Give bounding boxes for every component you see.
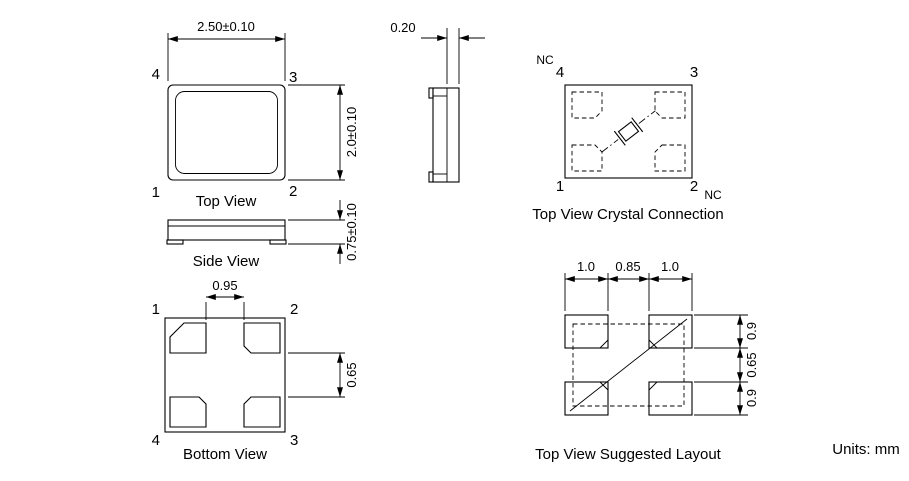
top-view-body-outline [167,84,286,181]
end-view-bottom-tab [428,171,434,183]
layout-horizontal-dimensions: 1.0 0.85 1.0 [564,259,693,311]
end-view-top-tab [428,87,434,99]
crystal-connection-view: NC 4 3 1 2 NC Top View Crystal Connectio… [532,53,723,223]
nc-label-top: NC [536,53,554,67]
layout-chamfer-mark [648,381,658,391]
layout-dim-pad-gap: 0.85 [615,259,640,274]
bottom-view-pad-2 [243,322,281,354]
layout-chamfer-mark [648,339,658,349]
side-view-left-pad [166,239,184,245]
bottom-view: 1 2 4 3 0.95 0.65 Bottom View [152,278,359,463]
top-view-caption: Top View [196,193,257,210]
bottom-view-body-outline [164,317,286,433]
connection-pad-1 [571,144,603,172]
top-view-lid-outline [175,91,278,174]
layout-dim-bottom-pad-height: 0.9 [744,389,759,407]
side-view: 0.75±0.10 Side View [166,200,359,270]
top-view-pin-4-label: 4 [152,66,160,83]
connection-body-outline [564,84,693,179]
crystal-plate [613,130,626,146]
end-view-body-outline [432,87,460,183]
bottom-view-pad-4 [169,396,207,428]
connection-pad-3 [654,91,686,119]
end-view-thickness-dimension: 0.20 [390,20,485,84]
suggested-layout-view: 1.0 0.85 1.0 0.9 0.65 0.9 Top View Sugge… [535,259,759,463]
layout-dim-left-pad-width: 1.0 [577,259,595,274]
bottom-view-pin-3-label: 3 [290,432,298,449]
bottom-view-caption: Bottom View [183,446,267,463]
bottom-view-pitch-dimension: 0.95 [205,278,245,320]
layout-package-outline [572,323,685,407]
top-view-height-dimension: 2.0±0.10 [288,84,359,181]
bottom-view-pin-2-label: 2 [290,301,298,318]
top-view-width-dim-label: 2.50±0.10 [197,19,255,34]
layout-pad-bottom-right [648,381,693,416]
top-view: 2.50±0.10 2.0±0.10 4 3 1 2 Top View [152,19,359,210]
connection-pin-2-label: 2 [690,178,698,195]
crystal-connection-caption: Top View Crystal Connection [532,206,723,223]
layout-pad-top-right [648,314,693,349]
side-view-height-dimension: 0.75±0.10 [288,200,359,264]
top-view-pin-3-label: 3 [289,69,297,86]
layout-chamfer-mark [599,339,609,349]
nc-label-bottom: NC [704,188,722,202]
side-view-height-dim-label: 0.75±0.10 [344,203,359,261]
connection-pad-4 [571,91,603,119]
crystal-lead-line [638,110,656,124]
layout-dim-right-pad-width: 1.0 [661,259,679,274]
top-view-width-dimension: 2.50±0.10 [167,19,286,81]
connection-pin-1-label: 1 [556,178,564,195]
layout-pad-bottom-left [564,381,609,416]
bottom-view-pin-4-label: 4 [152,432,160,449]
suggested-layout-caption: Top View Suggested Layout [535,446,722,463]
crystal-symbol [601,110,656,153]
bottom-view-pitch-dim-label: 0.95 [212,278,237,293]
crystal-lead-line [601,139,619,153]
connection-pad-2 [654,144,686,172]
layout-pad-top-left [564,314,609,349]
bottom-view-pad-3 [243,396,281,428]
top-view-pin-2-label: 2 [289,183,297,200]
bottom-view-pad-dim-label: 0.65 [344,362,359,387]
side-view-caption: Side View [193,253,260,270]
end-view-thickness-dim-label: 0.20 [390,20,415,35]
layout-vertical-dimensions: 0.9 0.65 0.9 [694,314,759,416]
crystal-element [617,121,640,142]
layout-dim-top-pad-height: 0.9 [744,322,759,340]
layout-chamfer-mark [599,381,609,391]
top-view-height-dim-label: 2.0±0.10 [344,107,359,158]
top-view-pin-1-label: 1 [152,184,160,201]
bottom-view-pad-1 [169,322,207,354]
units-label: Units: mm [832,441,900,458]
layout-diagonal-line [569,318,688,412]
connection-pin-3-label: 3 [690,64,698,81]
connection-pin-4-label: 4 [556,64,564,81]
bottom-view-pin-1-label: 1 [152,301,160,318]
layout-dim-vertical-gap: 0.65 [744,352,759,377]
end-view: 0.20 [390,20,485,183]
side-view-body-outline [167,219,286,241]
bottom-view-pad-height-dimension: 0.65 [288,352,359,398]
side-view-right-pad [269,239,287,245]
crystal-plate [631,117,644,133]
